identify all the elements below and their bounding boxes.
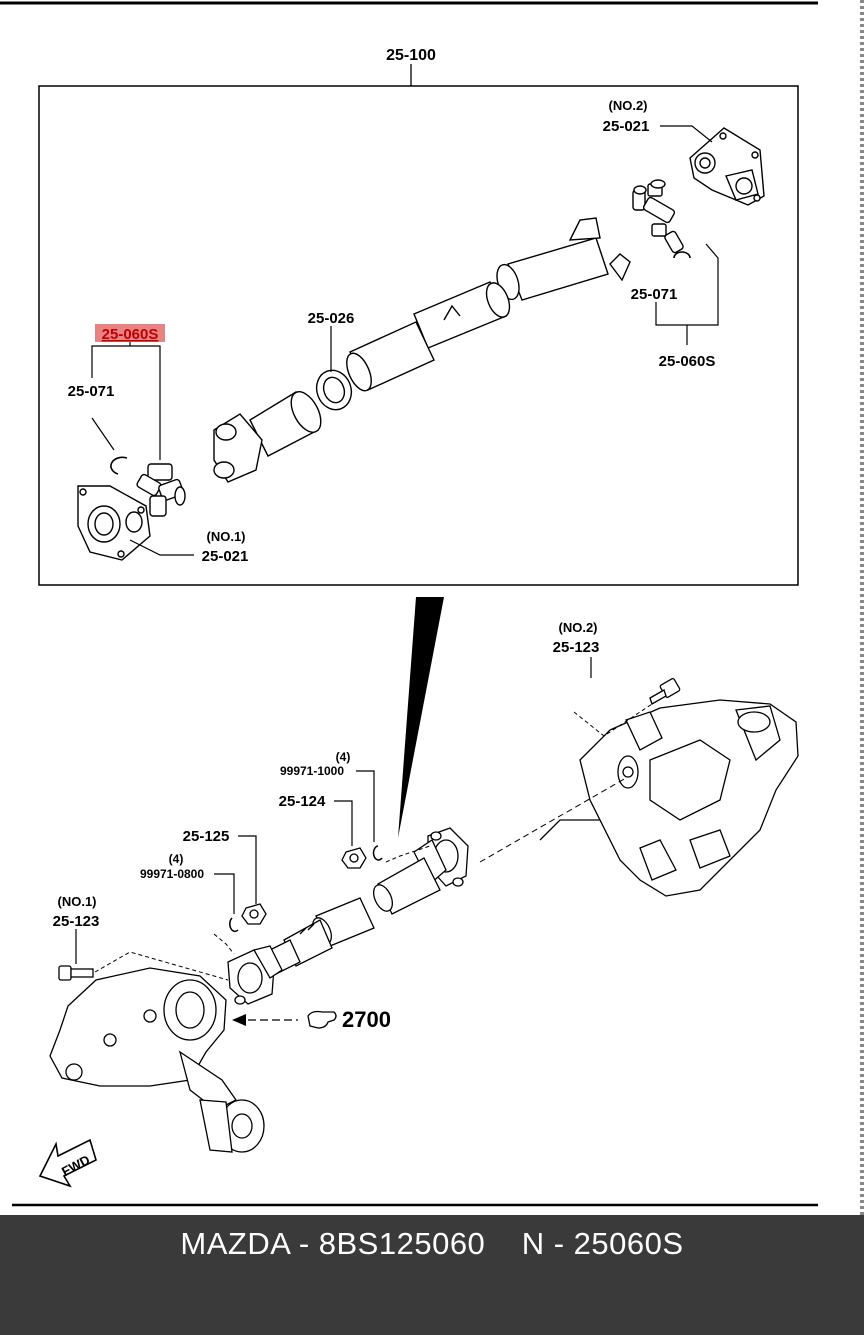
rear-nut-leader	[334, 800, 353, 846]
forward-arrow-icon: FWD	[38, 1138, 97, 1188]
snap-ring-front-leader	[91, 417, 115, 451]
assembly-callout: 25-100	[386, 47, 436, 64]
bolt-no2-part: 25-123	[553, 639, 600, 656]
washer-rear-qty: (4)	[336, 750, 351, 764]
joint-kit-front-callout: 25-060S	[102, 326, 159, 343]
bolt-no1-drawing	[58, 965, 94, 981]
rear-washer-drawing	[372, 845, 383, 861]
bolt-no2-qualifier: (NO.2)	[559, 620, 598, 635]
flange-no1-leader	[129, 539, 194, 556]
bolt-no2-drawing	[649, 678, 681, 705]
front-fastener-dash	[213, 933, 235, 955]
rear-spider-drawing	[632, 179, 684, 254]
exploded-parts-diagram: 25-100 (NO.2) 25-021 25-071	[0, 1, 818, 1207]
bolt-no2-dash	[573, 703, 653, 737]
inset-panel: 25-100 (NO.2) 25-021 25-071	[38, 47, 799, 586]
washer-rear-part: 99971-1000	[280, 764, 344, 778]
front-washer-leader	[214, 873, 235, 914]
front-nut-leader	[238, 835, 257, 904]
footer-bar	[0, 1215, 864, 1335]
front-snap-ring-drawing	[110, 456, 128, 475]
rear-nut-drawing	[341, 847, 367, 869]
flange-no1-qualifier: (NO.1)	[207, 529, 246, 544]
bolt-no1-part: 25-123	[53, 913, 100, 930]
front-washer-drawing	[229, 917, 239, 933]
reference-arrowhead	[232, 1014, 246, 1026]
front-nut-drawing	[241, 903, 267, 925]
highlight-box	[95, 324, 165, 342]
front-kit-bracket	[91, 342, 161, 460]
flange-no1-drawing	[77, 485, 151, 561]
washer-front-part: 99971-0800	[140, 867, 204, 881]
bolt-no1-qualifier: (NO.1)	[58, 894, 97, 909]
pointing-hand-icon	[307, 1010, 337, 1029]
flange-no2-drawing	[689, 127, 765, 206]
nut-front-part: 25-125	[183, 828, 230, 845]
rear-fastener-dash	[385, 845, 431, 863]
nut-rear-part: 25-124	[279, 793, 326, 810]
rear-centerline	[479, 777, 627, 863]
rear-washer-leader	[356, 770, 375, 842]
assembled-shaft-drawing	[265, 857, 441, 975]
snap-ring-rear-callout: 25-071	[631, 286, 678, 303]
rear-shaft-drawing	[346, 217, 631, 392]
zoom-wedge	[398, 597, 444, 838]
rear-kit-bracket	[655, 243, 719, 326]
flange-no2-qualifier: (NO.2)	[609, 98, 648, 113]
bearing-callout: 25-026	[308, 310, 355, 327]
front-spider-drawing	[136, 463, 186, 517]
reference-section: 2700	[342, 1007, 391, 1032]
front-shaft-drawing	[213, 391, 322, 483]
flange-no2-part: 25-021	[603, 118, 650, 135]
joint-kit-rear-callout: 25-060S	[659, 353, 716, 370]
inset-frame	[38, 85, 799, 586]
front-joint-drawing	[227, 945, 283, 1005]
snap-ring-front-callout: 25-071	[68, 383, 115, 400]
flange-no2-leader	[660, 125, 713, 143]
footer-caption: MAZDA - 8BS125060 N - 25060S	[180, 1226, 684, 1261]
transmission-drawing	[539, 699, 799, 897]
rear-snap-ring-drawing	[673, 251, 691, 259]
center-bearing-drawing	[315, 369, 353, 411]
washer-front-qty: (4)	[169, 852, 184, 866]
rear-joint-drawing	[413, 827, 469, 887]
differential-drawing	[49, 967, 265, 1153]
right-edge-strip	[860, 0, 864, 1215]
flange-no1-part: 25-021	[202, 548, 249, 565]
bolt-no1-dash	[94, 951, 229, 981]
